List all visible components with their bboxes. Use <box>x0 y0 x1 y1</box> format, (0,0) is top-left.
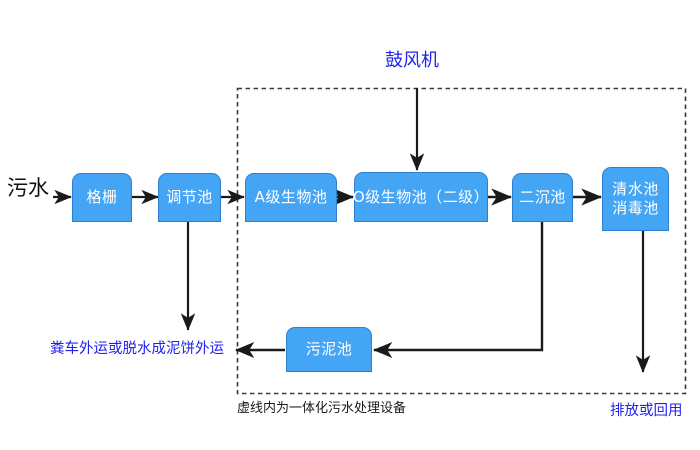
secondary-sedimentation-box[interactable]: 二沉池 <box>512 173 573 222</box>
dashed-boundary-caption: 虚线内为一体化污水处理设备 <box>237 401 407 416</box>
clear-water-box-label-line2: 消毒池 <box>612 199 659 217</box>
clear-water-box-label-line1: 清水池 <box>612 180 659 199</box>
regulating-tank-box[interactable]: 调节池 <box>158 173 221 222</box>
sludge-tank-box[interactable]: 污泥池 <box>286 327 372 372</box>
effluent-discharge-label: 排放或回用 <box>610 403 683 419</box>
o-stage-bio-box[interactable]: O级生物池（二级） <box>352 172 490 222</box>
grate-box-label: 格栅 <box>86 188 118 207</box>
a-stage-bio-box[interactable]: A级生物池 <box>245 173 337 222</box>
sludge-tank-box-label: 污泥池 <box>305 340 353 359</box>
a-stage-bio-box-label: A级生物池 <box>254 188 328 207</box>
sludge-transport-label: 粪车外运或脱水成泥饼外运 <box>50 341 224 357</box>
clear-water-disinfection-box[interactable]: 清水池 消毒池 <box>602 167 669 231</box>
blower-label: 鼓风机 <box>385 50 439 71</box>
grate-box[interactable]: 格栅 <box>72 173 132 222</box>
o-stage-bio-box-label: O级生物池（二级） <box>352 187 490 206</box>
secondary-sedimentation-box-label: 二沉池 <box>519 188 566 207</box>
arrow-secondary-sedimentation-to-sludge-tank <box>373 222 544 358</box>
regulating-tank-box-label: 调节池 <box>166 188 213 207</box>
influent-label: 污水 <box>7 176 49 200</box>
